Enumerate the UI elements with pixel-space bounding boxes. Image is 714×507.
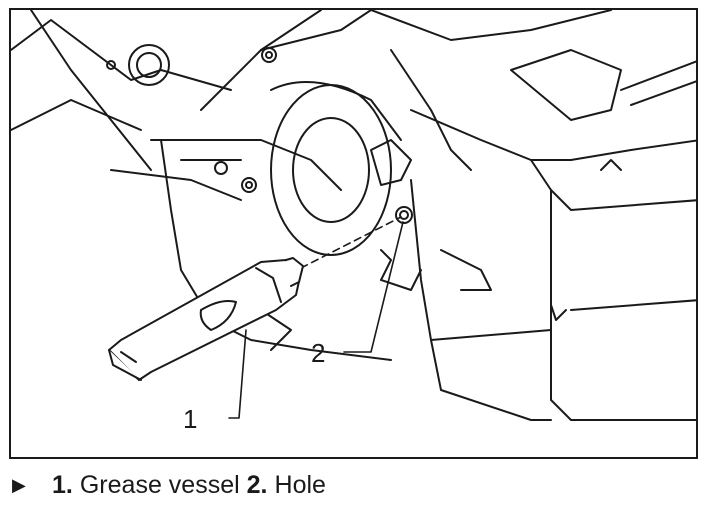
- caption-label-1: Grease vessel: [79, 470, 240, 499]
- callout-number-2: 2: [311, 338, 325, 368]
- figure-frame: 1 2: [9, 8, 698, 459]
- figure-caption: ▶ 1. Grease vessel 2. Hole: [12, 470, 326, 500]
- caption-number-2: 2.: [246, 470, 268, 499]
- grease-vessel: [108, 257, 304, 381]
- gear-housing: [106, 44, 402, 256]
- tool-illustration: 1 2: [11, 10, 696, 434]
- right-triangle-icon: ▶: [12, 474, 26, 495]
- grease-hole: [395, 206, 413, 224]
- callout-leader-1: [228, 329, 247, 419]
- caption-number-1: 1.: [52, 470, 73, 499]
- caption-label-2: Hole: [274, 470, 326, 499]
- callout-number-1: 1: [183, 404, 197, 434]
- insertion-guide-line: [300, 216, 402, 269]
- callout-leader-2: [343, 221, 404, 353]
